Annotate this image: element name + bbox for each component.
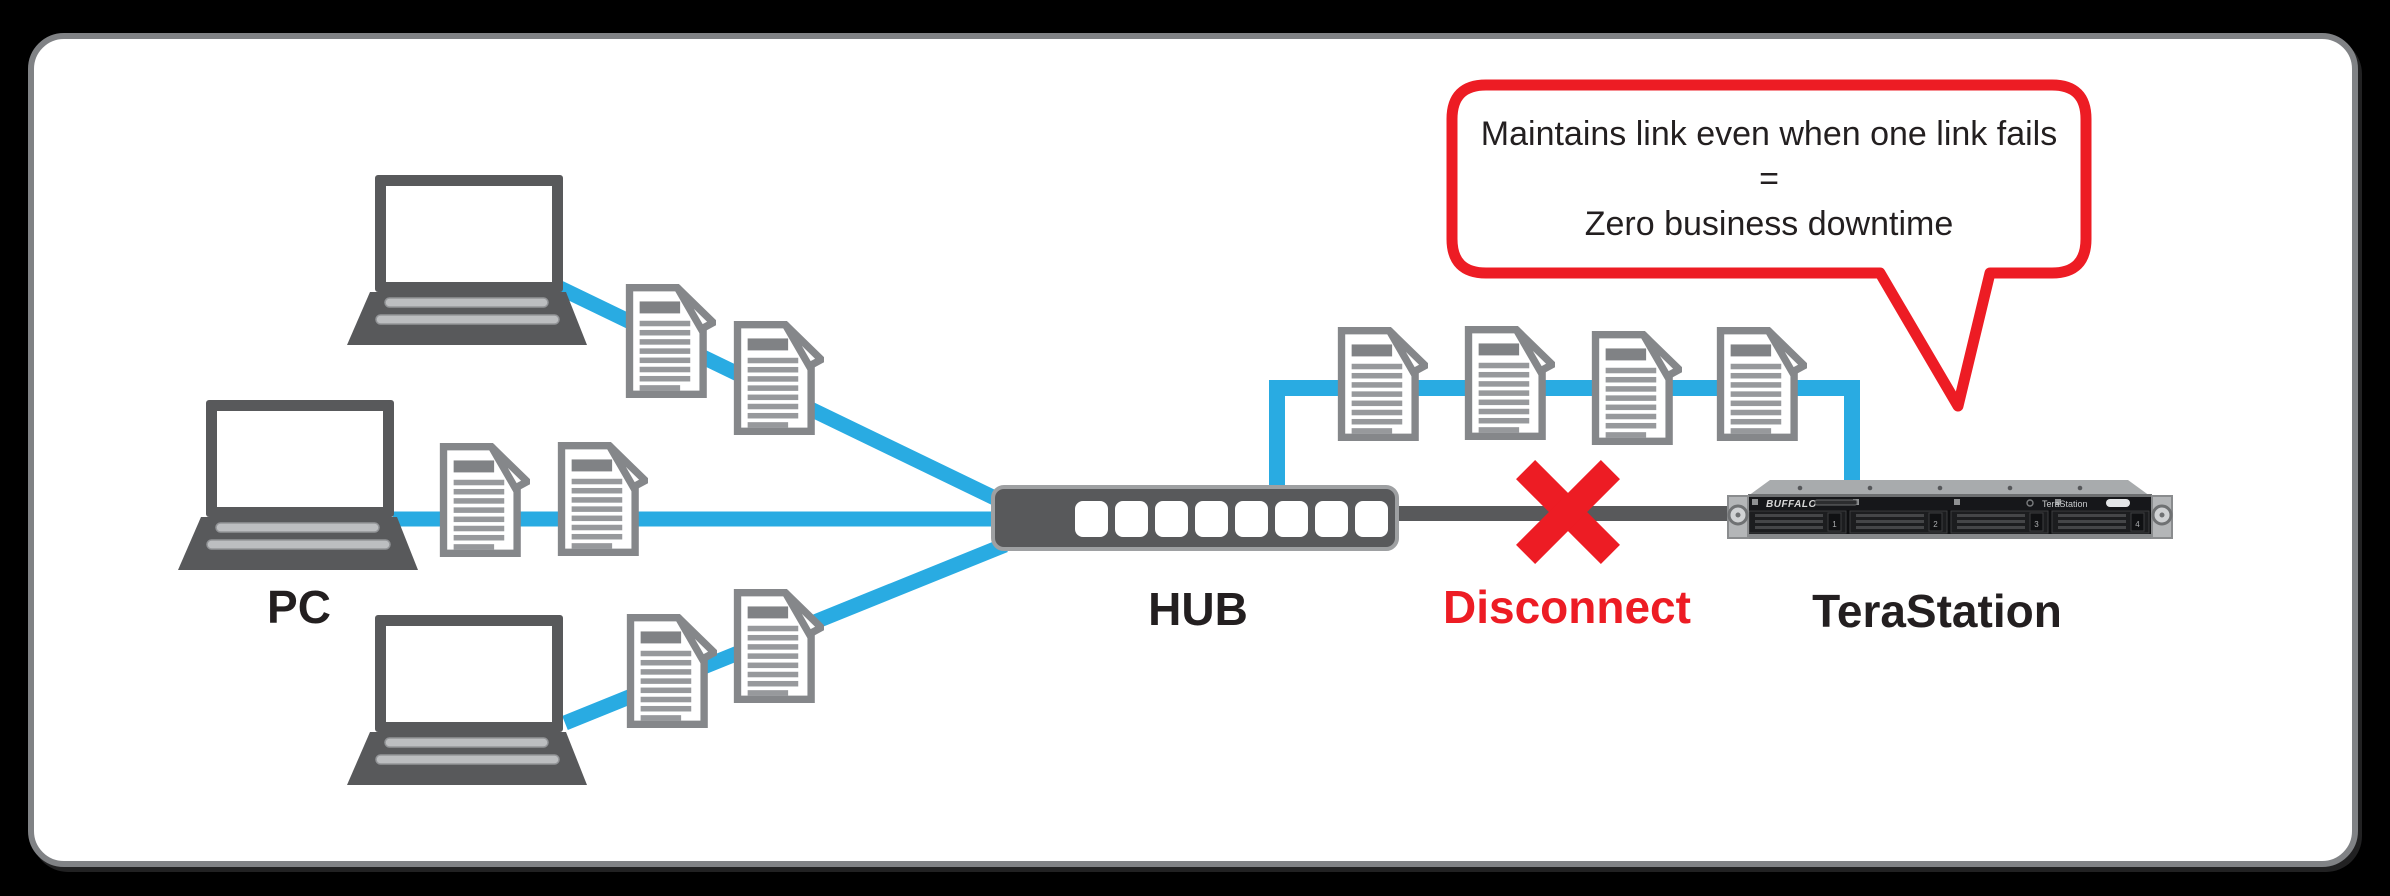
drive-bays: 1 2 3	[1748, 510, 2150, 534]
speech-bubble	[1446, 79, 2092, 412]
laptop-icon	[347, 615, 587, 785]
callout-line-2: =	[1759, 159, 1779, 198]
hub-switch-icon	[991, 485, 1399, 551]
bay-number: 1	[1832, 520, 1837, 529]
hub-ports	[1075, 501, 1388, 537]
document-icon	[1596, 335, 1680, 442]
document-icon	[562, 446, 646, 553]
document-icon	[630, 288, 714, 395]
bay-number: 4	[2135, 520, 2140, 529]
backup-link-blue	[1269, 380, 1860, 500]
document-icon	[738, 325, 822, 432]
hub-label: HUB	[1148, 583, 1248, 635]
callout-line-1: Maintains link even when one link fails	[1480, 114, 2058, 153]
terastation-nas-icon: BUFFALO TeraStation 1	[1727, 480, 2173, 539]
buffalo-logo: BUFFALO	[1766, 499, 1817, 510]
red-x-icon	[1516, 460, 1620, 564]
document-icon	[1469, 330, 1553, 437]
document-icon	[444, 447, 528, 554]
bay-number: 3	[2034, 520, 2039, 529]
document-icon	[1721, 331, 1805, 438]
laptop-icon	[178, 400, 418, 570]
callout-text: Maintains link even when one link fails …	[1462, 99, 2076, 259]
document-icon	[738, 593, 822, 700]
document-icon	[1342, 331, 1426, 438]
laptop-icon	[347, 175, 587, 345]
bay-number: 2	[1933, 520, 1938, 529]
disconnect-label: Disconnect	[1443, 581, 1691, 633]
terastation-device-label: TeraStation	[2042, 499, 2088, 509]
terastation-label: TeraStation	[1812, 585, 2062, 637]
callout-line-3: Zero business downtime	[1584, 204, 1954, 243]
pc-label: PC	[267, 581, 331, 633]
document-icon	[631, 618, 715, 725]
